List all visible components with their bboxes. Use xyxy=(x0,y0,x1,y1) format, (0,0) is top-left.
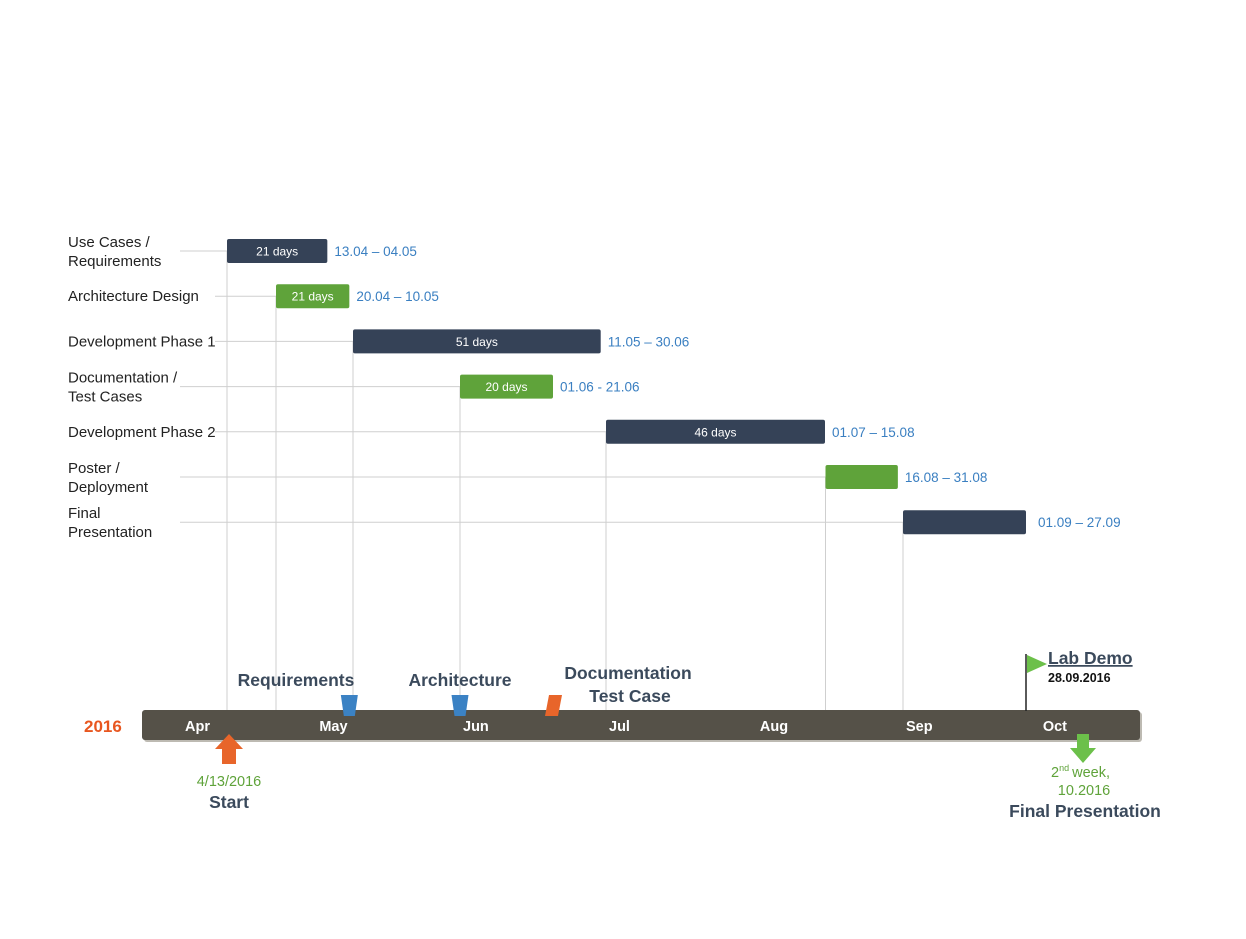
task-bar xyxy=(227,239,328,263)
duration-label: 51 days xyxy=(456,335,498,349)
task-label: Documentation / xyxy=(68,370,178,387)
task-label: Presentation xyxy=(68,524,152,541)
final-month-text: 10.2016 xyxy=(1058,783,1110,799)
milestone-marker xyxy=(340,695,358,716)
timeline-band xyxy=(142,710,1140,740)
start-arrow-icon xyxy=(215,734,243,764)
lab-demo-title: Lab Demo xyxy=(1048,648,1133,668)
duration-label: 21 days xyxy=(256,245,298,259)
task-label: Development Phase 1 xyxy=(68,333,216,350)
ordinal-number: 2 xyxy=(1051,765,1059,781)
ordinal-suffix: nd xyxy=(1059,763,1069,773)
flag-icon xyxy=(1027,655,1047,673)
task-label: Final xyxy=(68,505,101,522)
milestone-marker xyxy=(545,695,562,716)
month-label: Jun xyxy=(463,719,489,735)
duration-label: 20 days xyxy=(485,380,527,394)
task-bar xyxy=(825,465,898,489)
task-bar xyxy=(460,374,553,399)
task-label: Test Cases xyxy=(68,389,142,406)
month-label: Jul xyxy=(609,719,630,735)
task-label: Architecture Design xyxy=(68,288,199,305)
month-label: Sep xyxy=(906,719,933,735)
task-bar xyxy=(353,329,601,354)
week-text: week, xyxy=(1071,765,1110,781)
task-label: Development Phase 2 xyxy=(68,424,216,441)
task-bar xyxy=(606,419,825,444)
lab-demo-date: 28.09.2016 xyxy=(1048,671,1111,685)
start-date-text: 4/13/2016 xyxy=(197,774,262,790)
task-label: Requirements xyxy=(68,253,161,270)
task-label: Use Cases / xyxy=(68,234,151,251)
duration-label: 21 days xyxy=(292,290,334,304)
year-label: 2016 xyxy=(84,717,122,736)
month-label: Aug xyxy=(760,719,788,735)
date-range-label: 01.09 – 27.09 xyxy=(1038,515,1121,530)
milestone-label: Documentation xyxy=(564,663,691,683)
duration-label: 46 days xyxy=(694,425,736,439)
task-bar xyxy=(276,284,350,309)
month-label: Oct xyxy=(1043,719,1067,735)
milestone-label: Requirements xyxy=(238,670,355,690)
date-range-label: 01.07 – 15.08 xyxy=(832,425,915,440)
task-label: Poster / xyxy=(68,460,121,477)
task-label: Deployment xyxy=(68,479,149,496)
date-range-label: 20.04 – 10.05 xyxy=(356,289,439,304)
date-range-label: 01.06 - 21.06 xyxy=(560,380,640,395)
date-range-label: 16.08 – 31.08 xyxy=(905,470,988,485)
month-label: Apr xyxy=(185,719,210,735)
date-range-label: 11.05 – 30.06 xyxy=(608,334,690,349)
milestone-marker xyxy=(451,695,469,716)
final-arrow-icon xyxy=(1070,734,1096,763)
milestone-label: Test Case xyxy=(589,686,671,706)
start-label: Start xyxy=(209,792,249,812)
date-range-label: 13.04 – 04.05 xyxy=(334,244,417,259)
task-bar xyxy=(903,510,1026,535)
month-label: May xyxy=(319,719,347,735)
final-presentation-label: Final Presentation xyxy=(1009,801,1161,821)
milestone-label: Architecture xyxy=(408,670,511,690)
